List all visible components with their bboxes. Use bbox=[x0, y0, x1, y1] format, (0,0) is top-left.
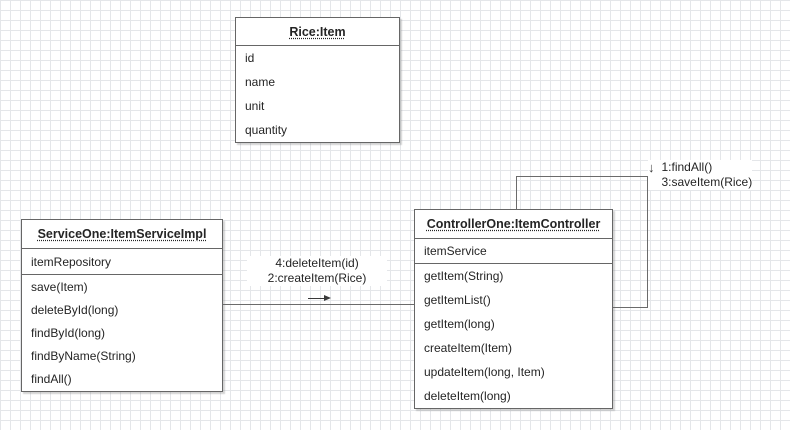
edge-label-service-controller[interactable]: 4:deleteItem(id) 2:createItem(Rice) bbox=[247, 256, 387, 286]
attribute-row: unit bbox=[245, 99, 265, 113]
method-row: updateItem(long, Item) bbox=[424, 365, 545, 379]
edge-label-line: 1:findAll() bbox=[661, 160, 713, 174]
service-one-attributes-section: itemRepository bbox=[22, 249, 222, 275]
method-row: getItem(String) bbox=[424, 269, 504, 283]
rice-item-title: Rice:Item bbox=[236, 18, 399, 46]
method-row: findByName(String) bbox=[31, 349, 136, 364]
method-row: getItemList() bbox=[424, 293, 491, 307]
service-one-title: ServiceOne:ItemServiceImpl bbox=[22, 220, 222, 249]
method-row: deleteItem(long) bbox=[424, 389, 511, 403]
attribute-row: id bbox=[245, 51, 255, 65]
edge-controller-self-loop[interactable] bbox=[647, 176, 648, 308]
attribute-row: quantity bbox=[245, 123, 288, 137]
edge-label-lines: 1:findAll() 3:saveItem(Rice) bbox=[662, 160, 753, 190]
edge-service-to-controller[interactable] bbox=[223, 304, 414, 305]
edge-label-line: 2:createItem(Rice) bbox=[267, 271, 367, 285]
method-row: getItem(long) bbox=[424, 317, 495, 331]
method-row: findAll() bbox=[31, 372, 72, 387]
uml-object-controller-one[interactable]: ControllerOne:ItemController itemService… bbox=[414, 209, 613, 409]
method-row: findById(long) bbox=[31, 326, 106, 340]
rice-item-attributes-section: id name unit quantity bbox=[236, 46, 399, 142]
method-row: createItem(Item) bbox=[424, 341, 513, 355]
rice-item-title-text: Rice:Item bbox=[289, 24, 346, 39]
edge-controller-self-loop[interactable] bbox=[516, 176, 517, 210]
edge-label-controller-self[interactable]: ↓ 1:findAll() 3:saveItem(Rice) bbox=[648, 160, 753, 190]
method-row: save(Item) bbox=[31, 279, 88, 294]
right-arrow-icon bbox=[308, 295, 331, 301]
uml-object-service-one[interactable]: ServiceOne:ItemServiceImpl itemRepositor… bbox=[21, 219, 223, 392]
uml-object-rice-item[interactable]: Rice:Item id name unit quantity bbox=[235, 17, 400, 143]
edge-controller-self-loop[interactable] bbox=[613, 307, 648, 308]
service-one-methods-section: save(Item) deleteById(long) findById(lon… bbox=[22, 275, 222, 391]
controller-one-title-text: ControllerOne:ItemController bbox=[426, 217, 601, 231]
controller-one-methods-section: getItem(String) getItemList() getItem(lo… bbox=[415, 264, 612, 408]
edge-label-line: 4:deleteItem(id) bbox=[275, 256, 359, 270]
edge-controller-self-loop[interactable] bbox=[516, 176, 648, 177]
attribute-row: itemRepository bbox=[31, 254, 112, 269]
attribute-row: itemService bbox=[424, 244, 487, 258]
controller-one-title: ControllerOne:ItemController bbox=[415, 210, 612, 239]
controller-one-attributes-section: itemService bbox=[415, 239, 612, 264]
down-arrow-icon: ↓ bbox=[648, 160, 655, 175]
service-one-title-text: ServiceOne:ItemServiceImpl bbox=[37, 227, 207, 241]
edge-label-line: 3:saveItem(Rice) bbox=[661, 175, 753, 189]
attribute-row: name bbox=[245, 75, 276, 89]
method-row: deleteById(long) bbox=[31, 302, 119, 317]
